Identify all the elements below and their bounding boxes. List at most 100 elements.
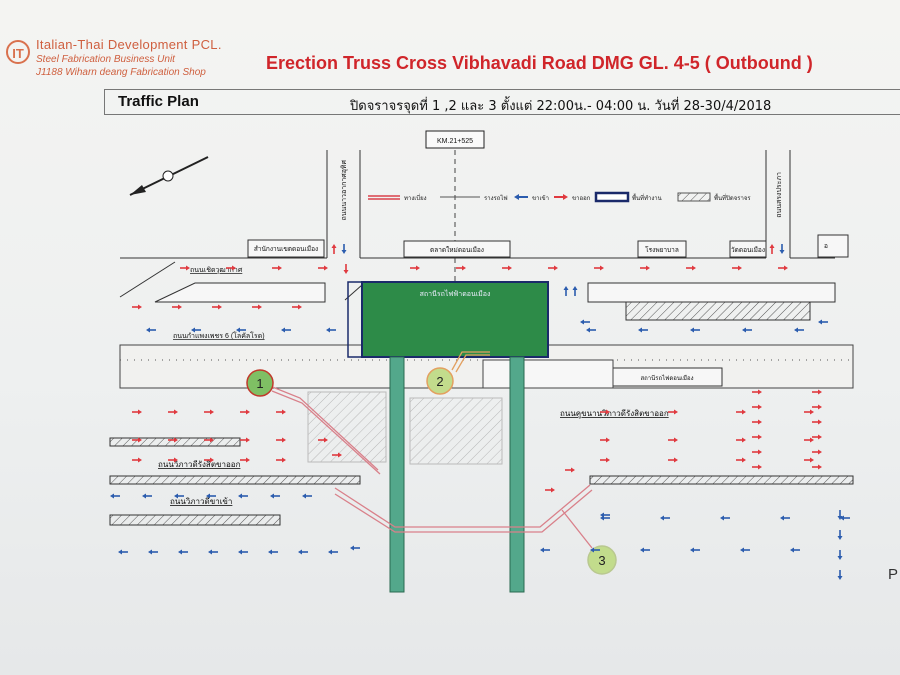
outbound-arrow (332, 452, 342, 458)
outbound-arrow (292, 304, 302, 310)
outbound-arrow (343, 264, 349, 274)
outbound-arrow (204, 457, 214, 463)
inbound-arrow (690, 547, 700, 553)
outbound-arrow (752, 449, 762, 455)
inbound-arrow (191, 327, 201, 333)
inbound-arrow (238, 493, 248, 499)
detour-route-1 (269, 385, 381, 475)
inbound-arrow (174, 493, 184, 499)
inbound-arrow (298, 549, 308, 555)
closure-point-2: 2 (426, 367, 454, 395)
inbound-arrow (563, 286, 569, 296)
building-hospital-label: โรงพยาบาล (645, 246, 679, 254)
company-unit: Steel Fabrication Business Unit (36, 54, 175, 65)
rail-station-label: สถานีรถไฟดอนเมือง (640, 374, 693, 382)
inbound-arrow (638, 327, 648, 333)
closure-area-upper-right (625, 301, 811, 321)
inbound-arrow (302, 493, 312, 499)
inbound-arrow (600, 512, 610, 518)
outbound-arrow (752, 434, 762, 440)
building-hospital: โรงพยาบาล (637, 240, 687, 258)
median-hatch-right (589, 475, 854, 485)
road-upper-right-strip (587, 282, 836, 303)
building-temple: วัดดอนเมือง (729, 240, 767, 258)
outbound-arrow (752, 464, 762, 470)
legend-detour: ทางเบี่ยง (404, 194, 427, 202)
inbound-arrow (690, 327, 700, 333)
traffic-plan-label: Traffic Plan (118, 93, 199, 110)
work-area-station: สถานีรถไฟฟ้าดอนเมือง (347, 281, 549, 358)
outbound-arrow (252, 304, 262, 310)
legend: ทางเบี่ยง รางรถไฟ ขาเข้า ขาออก พื้นที่ทำ… (368, 191, 751, 203)
closure-area-left (307, 391, 387, 463)
inbound-arrow (794, 327, 804, 333)
outbound-arrow (736, 437, 746, 443)
rail-station-box: สถานีรถไฟดอนเมือง (611, 367, 723, 387)
legend-work-area: พื้นที่ทำงาน (632, 192, 662, 202)
pier-right (509, 356, 525, 593)
closure-point-3: 3 (587, 545, 617, 575)
inbound-arrow (740, 547, 750, 553)
outbound-arrow (318, 265, 328, 271)
outbound-arrow (318, 437, 328, 443)
median-hatch-left-2 (109, 475, 361, 485)
outbound-arrow (640, 265, 650, 271)
median-hatch-left-1 (109, 437, 241, 447)
road-right-vertical: ถนนสรงประภา (765, 150, 791, 258)
road-vibhavadi-out-right-label: ถนนคูขนานวิภาวดีรังสิตขาออก (560, 409, 669, 419)
outbound-arrow (565, 467, 575, 473)
outbound-arrow (736, 457, 746, 463)
outbound-arrow (600, 409, 610, 415)
outbound-arrow (752, 389, 762, 395)
inbound-arrow (640, 547, 650, 553)
outbound-arrow (804, 457, 814, 463)
closure-point-1-label: 1 (256, 376, 263, 391)
outbound-arrow (132, 437, 142, 443)
inbound-arrow (660, 515, 670, 521)
detour-route-2 (451, 351, 490, 373)
outbound-arrow (132, 409, 142, 415)
road-kamphaeng-label: ถนนกำแพงเพชร 6 (โลคัลโรด) (173, 331, 265, 340)
road-upper-left-strip: ถนนเชิดวุฒากาศ (119, 261, 326, 303)
inbound-arrow (328, 549, 338, 555)
outbound-arrow (132, 457, 142, 463)
road-left-vertical: ถนนนาวอากาศอุทิศ (326, 150, 361, 258)
inbound-arrow (178, 549, 188, 555)
outbound-arrow (812, 449, 822, 455)
outbound-arrow (736, 409, 746, 415)
outbound-arrow (594, 265, 604, 271)
inbound-arrow (600, 515, 610, 521)
inbound-arrow (146, 327, 156, 333)
outbound-arrow (752, 419, 762, 425)
outbound-arrow (548, 265, 558, 271)
page-marker: P (888, 566, 899, 583)
inbound-arrow (720, 515, 730, 521)
inbound-arrow (110, 493, 120, 499)
outbound-arrow (204, 437, 214, 443)
road-vibhavadi-in-label: ถนนวิภาวดีขาเข้า (170, 497, 232, 506)
inbound-arrow (341, 244, 347, 254)
building-temple-label: วัดดอนเมือง (731, 246, 765, 254)
legend-outbound: ขาออก (572, 196, 591, 202)
inbound-arrow (572, 286, 578, 296)
closure-point-1: 1 (246, 369, 274, 397)
outbound-arrow (240, 437, 250, 443)
legend-closure-area: พื้นที่ปิดจราจร (714, 192, 751, 202)
closure-area-center (409, 397, 503, 465)
outbound-arrow (812, 389, 822, 395)
inbound-arrow (142, 493, 152, 499)
inbound-arrow (350, 545, 360, 551)
road-upper-left-label: ถนนเชิดวุฒากาศ (190, 266, 243, 274)
outbound-arrow (804, 409, 814, 415)
outbound-arrow (172, 304, 182, 310)
outbound-arrow (276, 437, 286, 443)
header-frame (104, 89, 900, 115)
outbound-arrow (212, 304, 222, 310)
inbound-arrow (779, 244, 785, 254)
inbound-arrow (238, 549, 248, 555)
closure-point-3-label: 3 (598, 553, 605, 568)
traffic-arrows (110, 244, 850, 580)
drawing-title: Erection Truss Cross Vibhavadi Road DMG … (266, 53, 813, 73)
